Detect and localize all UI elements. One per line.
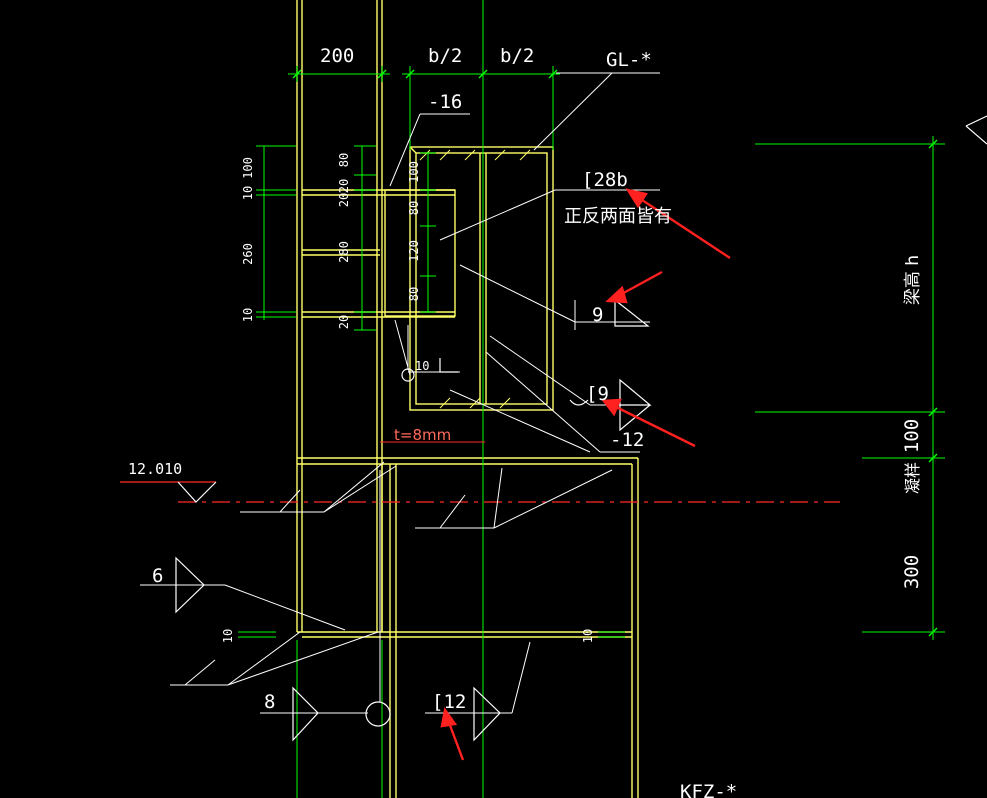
weld-9-a: 9 [592,304,603,326]
dim-left-inner-1: 20 [337,179,351,193]
red-arrows [440,188,731,761]
elevation-label: 12.010 [128,460,182,478]
dim-left-outer-4: 10 [241,308,255,322]
dim-left-outer: 100 10 260 10 [241,157,255,322]
dim-right-label: 凝样 [903,462,922,494]
elevation-axis [120,441,840,503]
dim-left-inner-4: 280 [337,241,351,263]
dim-left-inner-3: 20 [337,193,351,207]
dim-half-left: b/2 [428,45,462,67]
dim-small-10-right: 10 [581,629,595,643]
dimension-lines [238,0,945,798]
labels: 200 b/2 b/2 GL-* -16 [28b 正反两面皆有 9 [9 -1… [128,45,923,798]
weld-12: [12 [432,691,466,713]
dim-inner-1: 100 [407,161,421,183]
dim-100: 100 [901,419,923,453]
channel-note: 正反两面皆有 [564,206,672,227]
leader-lines [140,72,660,714]
weld-symbols [175,115,987,742]
weld-10: 10 [415,359,429,373]
dim-left-outer-2: 10 [241,186,255,200]
dim-left-inner-5: 20 [337,315,351,329]
plate-12: -12 [610,429,644,451]
dimension-ticks [292,69,938,637]
beam-label: GL-* [606,49,652,71]
weld-9-c: [9 [586,383,609,405]
dim-left-inner-2: 80 [337,153,351,167]
bottom-label: KFZ-* [680,781,737,798]
dim-left-inner: 20 80 20 280 20 [337,153,351,329]
weld-6: 6 [152,565,163,587]
dim-left-outer-3: 260 [241,243,255,265]
dim-beam-height: 梁高 h [903,255,923,305]
weld-8: 8 [264,691,275,713]
dim-inner-4: 80 [407,287,421,301]
dim-small-10-left: 10 [221,629,235,643]
channel-label: [28b [582,169,628,191]
plate-label: -16 [428,91,462,113]
flange-hatch [419,149,531,409]
dim-inner-vertical: 100 80 120 80 [407,161,421,301]
dim-column-width: 200 [320,45,354,67]
dim-inner-3: 120 [407,240,421,262]
dim-300: 300 [901,555,923,589]
dim-left-outer-1: 100 [241,157,255,179]
dim-inner-2: 80 [407,201,421,215]
dim-half-right: b/2 [500,45,534,67]
structure-lines [296,0,639,798]
thickness-note: t=8mm [394,426,451,444]
